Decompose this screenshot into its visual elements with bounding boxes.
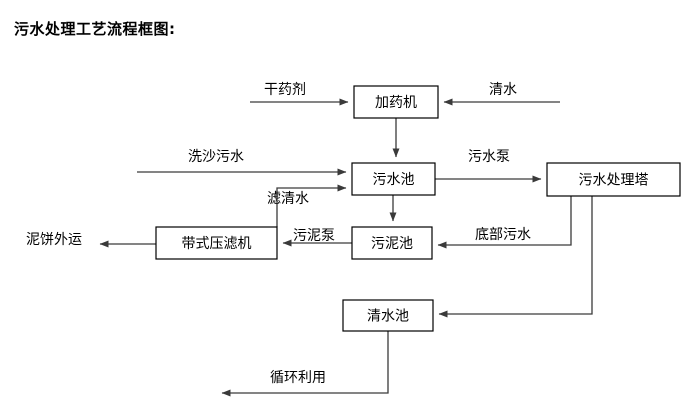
node-box-belt_press[interactable] (155, 226, 278, 260)
edge-label-clean_water_in: 清水 (489, 82, 517, 98)
page-title: 污水处理工艺流程框图: (14, 20, 176, 38)
process-node-belt_press[interactable]: 带式压滤机 (155, 226, 278, 260)
edge-label-sewage_pump: 污水泵 (468, 149, 510, 165)
node-box-sewage_pool[interactable] (351, 162, 436, 196)
process-node-sludge_pool[interactable]: 污泥池 (351, 226, 433, 260)
node-box-clear_pool[interactable] (342, 299, 434, 332)
edge-label-bottom_sewage: 底部污水 (475, 227, 531, 243)
node-label-sludge_pool: 污泥池 (371, 236, 413, 252)
process-node-sewage_pool[interactable]: 污水池 (351, 162, 436, 196)
node-box-sludge_pool[interactable] (351, 226, 433, 260)
flow-edge-filtered-to-sewage-pool (276, 184, 347, 227)
node-label-sewage_pool: 污水池 (373, 172, 415, 188)
node-box-dosing_machine[interactable] (353, 85, 439, 119)
process-node-dosing_machine[interactable]: 加药机 (353, 85, 439, 119)
node-label-belt_press: 带式压滤机 (182, 236, 252, 252)
process-node-clear_pool[interactable]: 清水池 (342, 299, 434, 332)
node-label-dosing_machine: 加药机 (375, 95, 417, 111)
edge-label-sludge_pump: 污泥泵 (293, 228, 335, 244)
flow-edge-tower-to-clear-pool (438, 196, 593, 318)
flow-edge-clear-pool-to-recycle (221, 331, 389, 397)
node-label-clear_pool: 清水池 (367, 309, 409, 325)
node-label-treatment_tower: 污水处理塔 (579, 173, 649, 189)
edge-label-mud_cake_out: 泥饼外运 (26, 232, 82, 248)
edge-label-filtered_water: 滤清水 (267, 191, 309, 207)
flow-edge-tower-bottom-to-sludge (437, 196, 572, 249)
edge-label-sand_wash_sewage: 洗沙污水 (188, 149, 244, 165)
process-node-treatment_tower[interactable]: 污水处理塔 (546, 162, 681, 197)
edges-layer (99, 98, 593, 397)
node-box-treatment_tower[interactable] (546, 162, 681, 197)
edge-label-recycle_reuse: 循环利用 (270, 370, 326, 386)
edge-label-dry_agent: 干药剂 (264, 82, 306, 98)
